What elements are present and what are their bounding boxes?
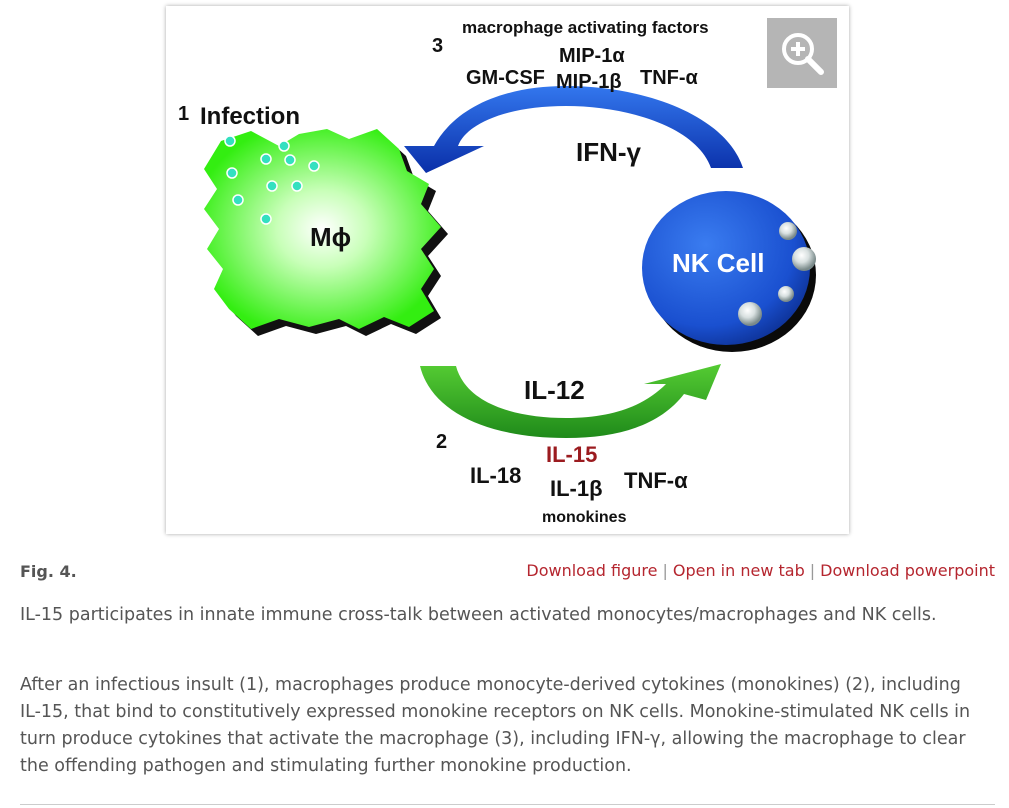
nk-granules	[738, 222, 816, 326]
download-figure-link[interactable]: Download figure	[526, 561, 658, 580]
nk-cell-label: NK Cell	[672, 248, 764, 278]
tnfa-top-label: TNF-α	[640, 67, 699, 89]
step-3-number: 3	[432, 35, 443, 57]
il1b-label: IL-1β	[550, 476, 603, 501]
open-new-tab-link[interactable]: Open in new tab	[672, 561, 805, 580]
zoom-button[interactable]	[767, 18, 837, 88]
il12-arrow	[420, 364, 721, 438]
tnfa-bottom-label: TNF-α	[624, 468, 688, 493]
il15-label: IL-15	[546, 442, 597, 467]
figure-caption-body: After an infectious insult (1), macropha…	[20, 675, 971, 776]
gmcsf-label: GM-CSF	[466, 67, 545, 89]
step-2-number: 2	[436, 431, 447, 453]
zoom-in-icon	[782, 33, 824, 75]
figure-links: Download figure|Open in new tab|Download…	[526, 561, 995, 580]
ifn-gamma-arrow	[404, 86, 743, 173]
pathogen-particles	[224, 135, 320, 225]
download-powerpoint-link[interactable]: Download powerpoint	[820, 561, 995, 580]
ifn-gamma-label: IFN-γ	[576, 137, 642, 167]
figure-number: Fig. 4.	[20, 562, 77, 581]
figure-image[interactable]: 1 Infection Mϕ 3 macrophage activating f…	[166, 6, 849, 534]
macrophage-cell	[204, 129, 441, 329]
nk-cell	[642, 191, 810, 345]
step-1-number: 1	[178, 103, 189, 125]
macrophage-label: Mϕ	[310, 222, 351, 252]
macrophage-activating-factors-label: macrophage activating factors	[462, 18, 709, 37]
mip1b-label: MIP-1β	[556, 71, 622, 93]
il12-label: IL-12	[524, 375, 585, 405]
divider	[20, 804, 995, 805]
cytokine-crosstalk-diagram: 1 Infection Mϕ 3 macrophage activating f…	[178, 18, 816, 526]
link-separator: |	[809, 561, 816, 580]
figure-caption-title: IL-15 participates in innate immune cros…	[20, 605, 937, 625]
infection-label: Infection	[200, 103, 300, 130]
monokines-label: monokines	[542, 509, 627, 526]
il18-label: IL-18	[470, 463, 521, 488]
mip1a-label: MIP-1α	[559, 45, 625, 67]
link-separator: |	[662, 561, 668, 580]
